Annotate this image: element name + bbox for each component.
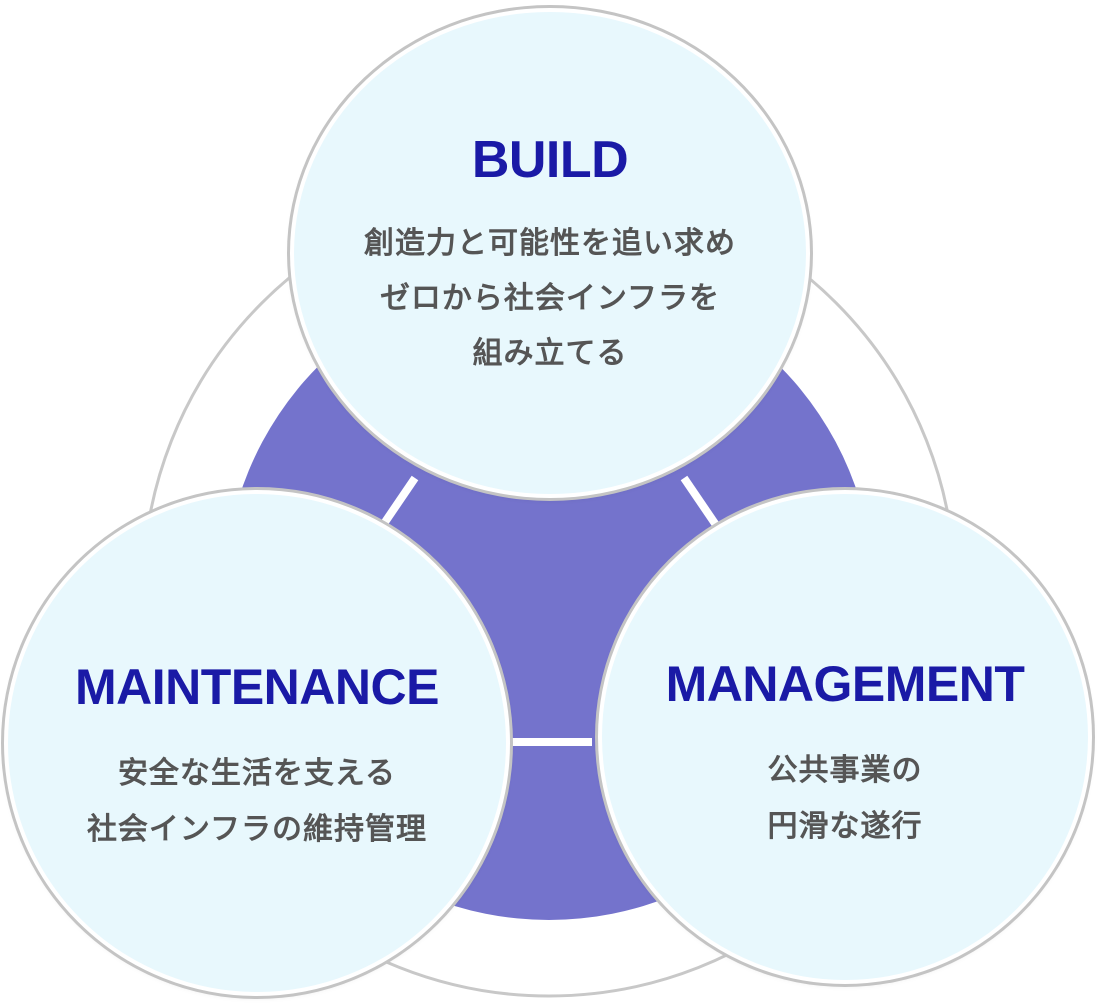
build-line-3: 組み立てる bbox=[472, 336, 628, 371]
maintenance-line-2: 社会インフラの維持管理 bbox=[86, 812, 428, 847]
divider-right bbox=[680, 475, 720, 528]
build-circle: BUILD 創造力と可能性を追い求め ゼロから社会インフラを 組み立てる bbox=[290, 8, 810, 498]
build-description: 創造力と可能性を追い求め ゼロから社会インフラを 組み立てる bbox=[364, 216, 736, 381]
management-description: 公共事業の 円滑な遂行 bbox=[768, 743, 923, 855]
divider-left bbox=[379, 475, 419, 528]
build-line-2: ゼロから社会インフラを bbox=[379, 281, 721, 316]
maintenance-title: MAINTENANCE bbox=[75, 659, 439, 715]
maintenance-circle: MAINTENANCE 安全な生活を支える 社会インフラの維持管理 bbox=[4, 490, 510, 996]
management-line-1: 公共事業の bbox=[767, 753, 923, 788]
maintenance-line-1: 安全な生活を支える bbox=[117, 756, 397, 791]
management-title: MANAGEMENT bbox=[665, 656, 1025, 712]
build-title: BUILD bbox=[471, 131, 629, 189]
management-circle: MANAGEMENT 公共事業の 円滑な遂行 bbox=[598, 490, 1092, 984]
management-line-2: 円滑な遂行 bbox=[767, 809, 923, 844]
build-line-1: 創造力と可能性を追い求め bbox=[364, 226, 736, 261]
maintenance-description: 安全な生活を支える 社会インフラの維持管理 bbox=[87, 746, 427, 858]
